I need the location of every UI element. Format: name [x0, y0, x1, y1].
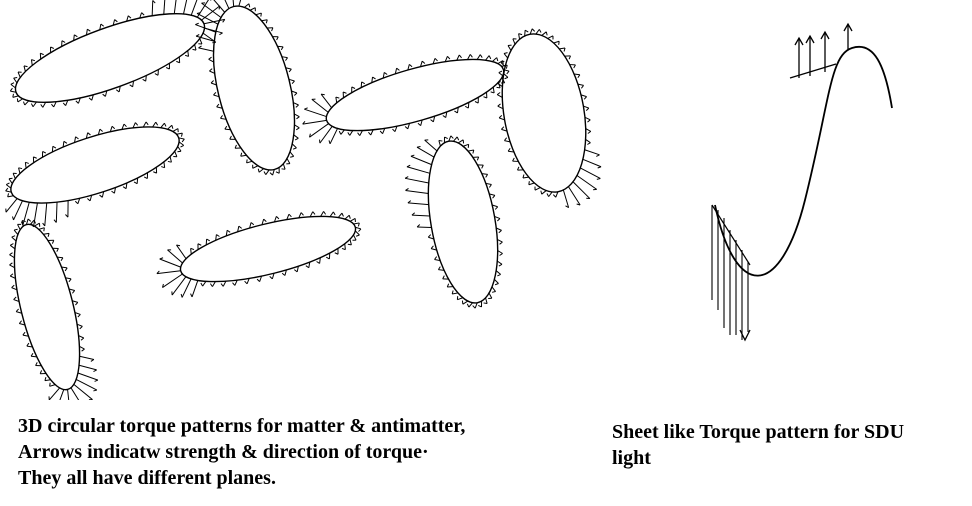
torque-ellipse [295, 38, 517, 156]
left-caption-line-2: Arrows indicatw strength & direction of … [18, 439, 608, 465]
torque-ellipse [397, 130, 514, 317]
torque-ellipse [150, 197, 367, 306]
left-caption: 3D circular torque patterns for matter &… [18, 413, 608, 491]
left-caption-line-3: They all have different planes. [18, 465, 608, 491]
wave-curve [715, 47, 892, 276]
torque-ellipse [485, 21, 608, 217]
sheet-torque-wave [712, 24, 892, 340]
right-caption-line-1: Sheet like Torque pattern for SDU [612, 419, 972, 445]
torque-ellipse [0, 0, 236, 127]
circular-torque-patterns [0, 0, 608, 400]
right-caption: Sheet like Torque pattern for SDU light [612, 419, 972, 471]
torque-ellipse [0, 212, 105, 400]
left-caption-line-1: 3D circular torque patterns for matter &… [18, 413, 608, 439]
torque-diagram [0, 0, 972, 400]
torque-ellipse [0, 105, 197, 236]
torque-ellipse [186, 0, 315, 185]
right-caption-line-2: light [612, 445, 972, 471]
